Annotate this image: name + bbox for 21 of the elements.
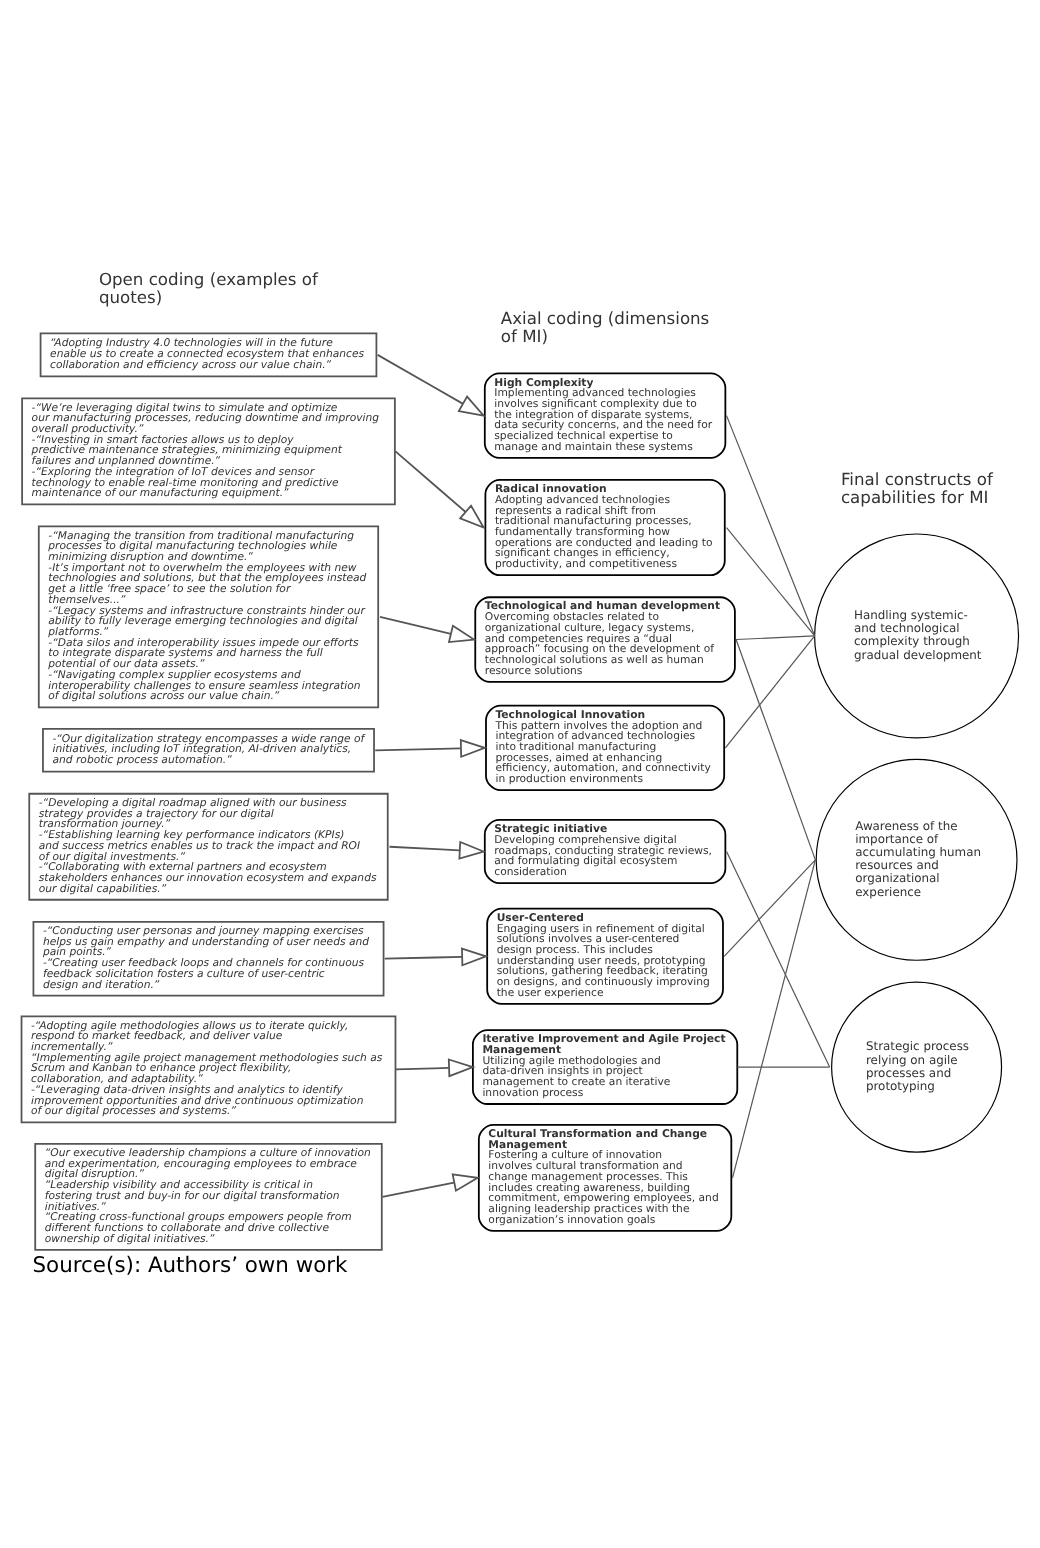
label: Final constructs of capabilities for MI	[840, 467, 993, 506]
connector	[725, 526, 816, 636]
label: Axial coding (dimensions of MI)	[500, 307, 710, 346]
arrow	[394, 1057, 476, 1077]
arrow	[376, 353, 486, 416]
connector	[725, 414, 816, 636]
connector	[731, 858, 816, 1178]
connector	[725, 849, 831, 1067]
arrow	[374, 737, 488, 758]
arrow	[381, 1172, 481, 1197]
connector	[735, 634, 816, 640]
arrow	[388, 839, 487, 859]
arrow	[383, 946, 489, 966]
arrow	[394, 449, 486, 529]
connector	[724, 634, 816, 748]
arrow	[379, 615, 477, 643]
connector	[723, 858, 816, 956]
connector	[736, 1065, 831, 1067]
caption: Source(s): Authors’ own work	[32, 1250, 348, 1277]
label: Open coding (examples of quotes)	[98, 267, 318, 306]
connector	[735, 637, 816, 860]
